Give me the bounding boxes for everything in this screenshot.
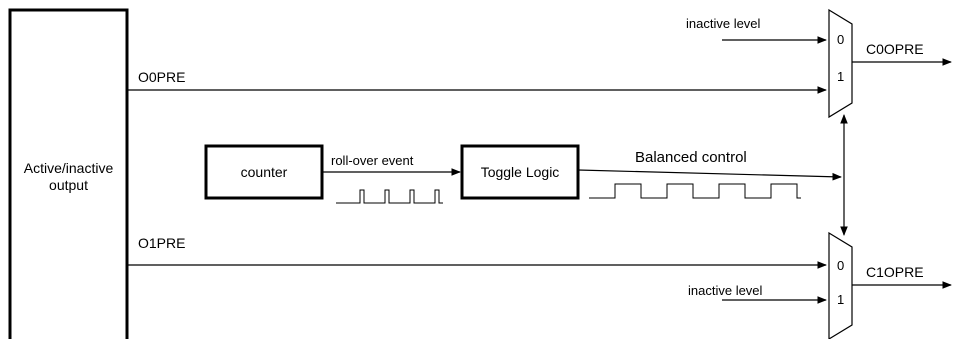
o1pre-label: O1PRE (138, 235, 186, 251)
top-mux-in0-label: 0 (837, 32, 845, 47)
left-block-line2: output (49, 177, 88, 193)
balanced-control-label: Balanced control (635, 149, 747, 166)
counter-label: counter (240, 164, 288, 180)
toggle-logic-label: Toggle Logic (480, 164, 560, 180)
bottom-mux-in0-label: 0 (837, 258, 845, 273)
left-block-label: Active/inactive output (10, 160, 127, 194)
o0pre-label: O0PRE (138, 69, 186, 85)
balanced-waveform (589, 183, 801, 199)
left-block-line1: Active/inactive (23, 160, 114, 176)
rollover-waveform (336, 189, 443, 204)
c1opre-label: C1OPRE (866, 264, 924, 280)
inactive-level-bottom-label: inactive level (688, 283, 763, 298)
toggle-logic-block (460, 144, 580, 200)
top-mux (828, 8, 853, 119)
bottom-mux (828, 231, 853, 339)
inactive-level-top-label: inactive level (686, 16, 761, 31)
bottom-mux-in1-label: 1 (837, 292, 845, 307)
c0opre-label: C0OPRE (866, 41, 924, 57)
balanced-control-line (577, 169, 842, 181)
top-mux-in1-label: 1 (837, 69, 845, 84)
counter-block (204, 144, 324, 200)
rollover-label: roll-over event (331, 153, 414, 168)
active-inactive-output-block (8, 8, 129, 339)
